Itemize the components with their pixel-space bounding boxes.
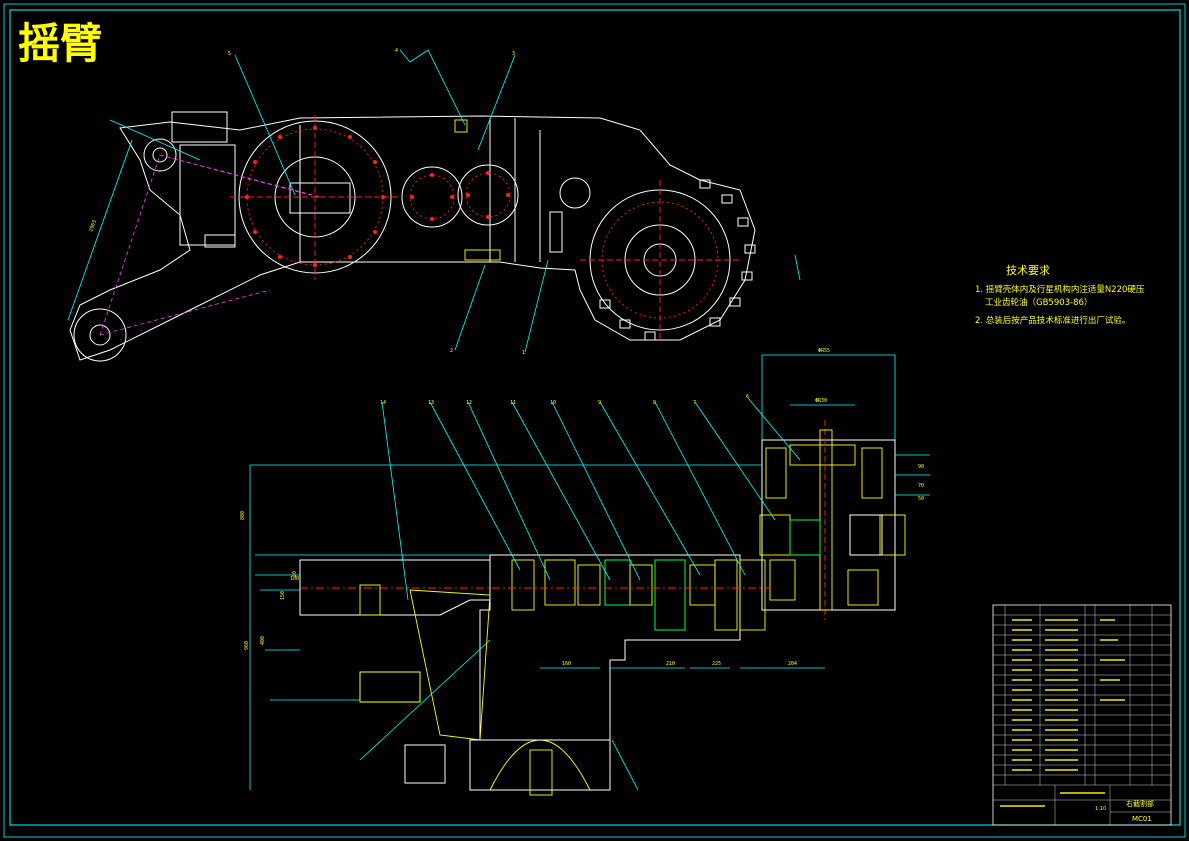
tech-heading: 技术要求 (1006, 264, 1050, 277)
tech-item-1: 1. 摇臂壳体内及行星机构内注适量N220硬压 (975, 284, 1145, 295)
drawing-title: 摇臂 (18, 19, 102, 68)
title-block-number: MC01 (1132, 815, 1152, 823)
top-view: 2965 (67, 49, 801, 362)
dim-left-total: 960 (244, 641, 250, 650)
section-view: ΦR55 ΦR30 (240, 348, 930, 796)
dim-bottom-4: 204 (788, 661, 797, 667)
dim-bottom-3: 225 (712, 661, 721, 667)
outer-frame (3, 3, 1186, 838)
title-block-scale: 1:10 (1095, 806, 1106, 812)
balloon-14: 1 (522, 350, 525, 356)
tech-item-2: 2. 总装后按产品技术标准进行出厂试验。 (975, 315, 1130, 326)
balloon-4: 11 (510, 400, 516, 406)
dim-bottom-2: 210 (666, 661, 675, 667)
balloon-2: 13 (428, 400, 434, 406)
dim-left-c: 150 (280, 591, 286, 600)
balloon-labels: 14 13 12 11 10 9 8 7 6 5 4 3 2 1 (228, 48, 749, 406)
balloon-9: 6 (746, 394, 749, 400)
dim-right-3: 50 (918, 496, 924, 502)
tech-requirements: 技术要求 1. 摇臂壳体内及行星机构内注适量N220硬压 工业齿轮油（GB590… (975, 264, 1145, 326)
balloon-13: 2 (450, 348, 453, 354)
inner-frame (9, 9, 1181, 826)
balloon-1: 14 (380, 400, 386, 406)
balloon-3: 12 (466, 400, 472, 406)
dim-right-1: 90 (918, 464, 924, 470)
dim-bottom-1: 160 (562, 661, 571, 667)
dim-left-b: 20 (292, 571, 298, 577)
dim-arm: 2965 (88, 219, 98, 232)
balloon-7: 8 (653, 400, 656, 406)
balloon-10: 5 (228, 51, 231, 57)
dim-top-overall: ΦR55 (818, 348, 830, 354)
balloon-11: 4 (395, 48, 398, 54)
title-block-name: 右截割部 (1126, 799, 1154, 808)
dim-left-height: 800 (240, 511, 246, 520)
balloon-8: 7 (693, 400, 696, 406)
dim-top-inner: ΦR30 (815, 398, 827, 404)
dim-right-2: 70 (918, 483, 924, 489)
balloon-5: 10 (550, 400, 556, 406)
balloon-12: 3 (512, 51, 515, 57)
dim-left-d: 400 (260, 636, 266, 645)
dim-left-a: 100 (290, 576, 299, 582)
parts-list: 右截割部 MC01 1:10 (992, 604, 1172, 826)
tech-item-1b: 工业齿轮油（GB5903-86） (985, 297, 1092, 308)
balloon-6: 9 (598, 400, 601, 406)
